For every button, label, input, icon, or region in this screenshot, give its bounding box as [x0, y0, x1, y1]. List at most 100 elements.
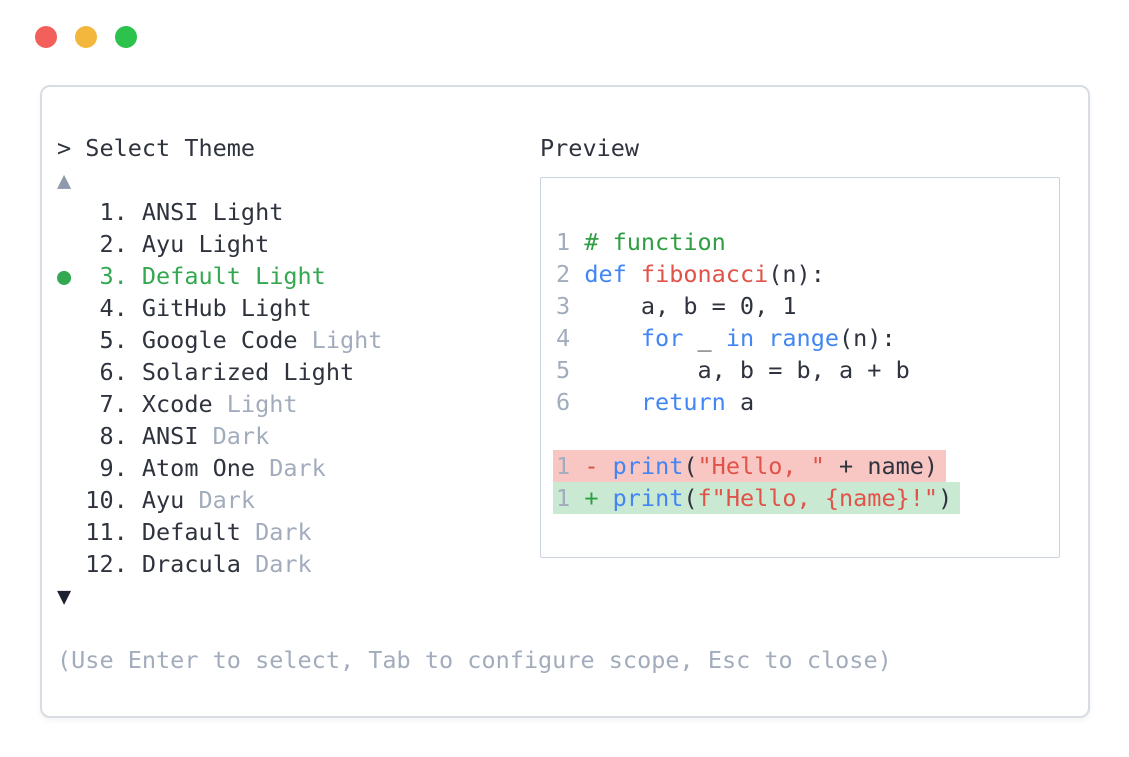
code-token	[570, 228, 584, 256]
code-token: a	[725, 388, 755, 416]
theme-option-number: 7.	[57, 390, 142, 418]
diff-line-del: 1 - print("Hello, " + name)	[553, 450, 1047, 482]
code-token	[570, 388, 641, 416]
theme-option-number: 2.	[57, 230, 142, 258]
theme-option-variant-label: Light	[226, 390, 298, 418]
code-token: -	[584, 452, 599, 480]
theme-option-variant-label: Dark	[255, 550, 312, 578]
code-line: 4 for _ in range(n):	[556, 322, 1047, 354]
theme-option-5[interactable]: 5. Google Code Light	[57, 324, 892, 356]
code-token: return	[640, 388, 726, 416]
code-token: 1	[556, 452, 571, 480]
scroll-down-icon[interactable]: ▼	[57, 582, 72, 610]
code-line: 6 return a	[556, 386, 1047, 418]
code-line: 2 def fibonacci(n):	[556, 258, 1047, 290]
theme-option-number: 6.	[57, 358, 142, 386]
help-text: (Use Enter to select, Tab to configure s…	[57, 646, 892, 674]
code-line	[556, 418, 1047, 450]
code-token: (n):	[768, 260, 825, 288]
code-token	[598, 452, 612, 480]
theme-option-11[interactable]: 11. Default Dark	[57, 516, 892, 548]
theme-option-label: Atom One	[141, 454, 270, 482]
theme-option-3[interactable]: ● 3. Default Light	[57, 260, 892, 292]
code-token: f"Hello, {name}!"	[697, 484, 939, 512]
theme-option-variant-label: Dark	[212, 422, 270, 450]
code-token	[754, 324, 768, 352]
theme-option-10[interactable]: 10. Ayu Dark	[57, 484, 892, 516]
theme-option-number: 12.	[57, 550, 142, 578]
theme-option-label: Xcode	[141, 390, 227, 418]
code-token: a, b = 0, 1	[570, 292, 797, 320]
close-button[interactable]	[35, 26, 57, 48]
preview-title: Preview	[540, 134, 640, 162]
theme-option-9[interactable]: 9. Atom One Dark	[57, 452, 892, 484]
theme-option-4[interactable]: 4. GitHub Light	[57, 292, 892, 324]
theme-option-label: Ayu	[141, 486, 199, 514]
code-line: 3 a, b = 0, 1	[556, 290, 1047, 322]
theme-list-pane: > Select Theme ▲ 1. ANSI Light 2. Ayu Li…	[57, 132, 892, 676]
code-token: for	[640, 324, 684, 352]
theme-option-variant-label: Dark	[269, 454, 326, 482]
code-token: in	[725, 324, 755, 352]
code-token: (	[683, 484, 698, 512]
theme-option-label: Solarized Light	[141, 358, 355, 386]
theme-option-label: Ayu Light	[141, 230, 270, 258]
code-token: 2	[556, 260, 571, 288]
theme-option-label: Default Light	[141, 262, 326, 290]
theme-option-6[interactable]: 6. Solarized Light	[57, 356, 892, 388]
code-token: (	[683, 452, 698, 480]
theme-option-number: 8.	[57, 422, 142, 450]
theme-option-number: 4.	[57, 294, 142, 322]
code-token: _	[683, 324, 726, 352]
theme-list: 1. ANSI Light 2. Ayu Light● 3. Default L…	[57, 196, 892, 580]
code-token: # function	[584, 228, 726, 256]
theme-option-label: Default	[141, 518, 256, 546]
code-token: 1	[556, 484, 571, 512]
scroll-up-icon[interactable]: ▲	[57, 166, 72, 194]
code-token: 3	[556, 292, 571, 320]
code-token: print	[612, 484, 684, 512]
theme-option-label: GitHub Light	[141, 294, 312, 322]
zoom-button[interactable]	[115, 26, 137, 48]
code-line: 5 a, b = b, a + b	[556, 354, 1047, 386]
code-token	[570, 452, 584, 480]
spacer-line	[57, 612, 892, 644]
theme-option-number: 11.	[57, 518, 142, 546]
theme-option-number: 9.	[57, 454, 142, 482]
theme-option-label: Google Code	[141, 326, 312, 354]
theme-option-1[interactable]: 1. ANSI Light	[57, 196, 892, 228]
code-token: 4	[556, 324, 571, 352]
theme-option-variant-label: Light	[311, 326, 383, 354]
code-token: "Hello, "	[697, 452, 825, 480]
theme-option-number: ● 3.	[57, 262, 142, 290]
code-token: (n):	[839, 324, 896, 352]
diff-line-add: 1 + print(f"Hello, {name}!")	[553, 482, 1047, 514]
theme-option-variant-label: Dark	[255, 518, 312, 546]
window-controls	[35, 26, 137, 48]
code-token: range	[768, 324, 840, 352]
theme-picker-panel: > Select Theme ▲ 1. ANSI Light 2. Ayu Li…	[40, 85, 1090, 718]
code-token: fibonacci	[640, 260, 769, 288]
code-token: +	[584, 484, 599, 512]
diff-highlight-del: 1 - print("Hello, " + name)	[553, 450, 947, 482]
theme-option-2[interactable]: 2. Ayu Light	[57, 228, 892, 260]
code-token: print	[612, 452, 684, 480]
theme-option-label: ANSI	[141, 422, 213, 450]
theme-option-12[interactable]: 12. Dracula Dark	[57, 548, 892, 580]
theme-option-variant-label: Dark	[198, 486, 256, 514]
code-token: 6	[556, 388, 571, 416]
code-token	[570, 260, 584, 288]
theme-option-label: ANSI Light	[141, 198, 284, 226]
code-token: + name)	[824, 452, 939, 480]
code-token	[627, 260, 641, 288]
theme-option-8[interactable]: 8. ANSI Dark	[57, 420, 892, 452]
minimize-button[interactable]	[75, 26, 97, 48]
code-token: 5	[556, 356, 571, 384]
theme-option-7[interactable]: 7. Xcode Light	[57, 388, 892, 420]
theme-option-number: 5.	[57, 326, 142, 354]
code-token: a, b = b, a + b	[570, 356, 910, 384]
diff-highlight-add: 1 + print(f"Hello, {name}!")	[553, 482, 961, 514]
theme-option-number: 1.	[57, 198, 142, 226]
